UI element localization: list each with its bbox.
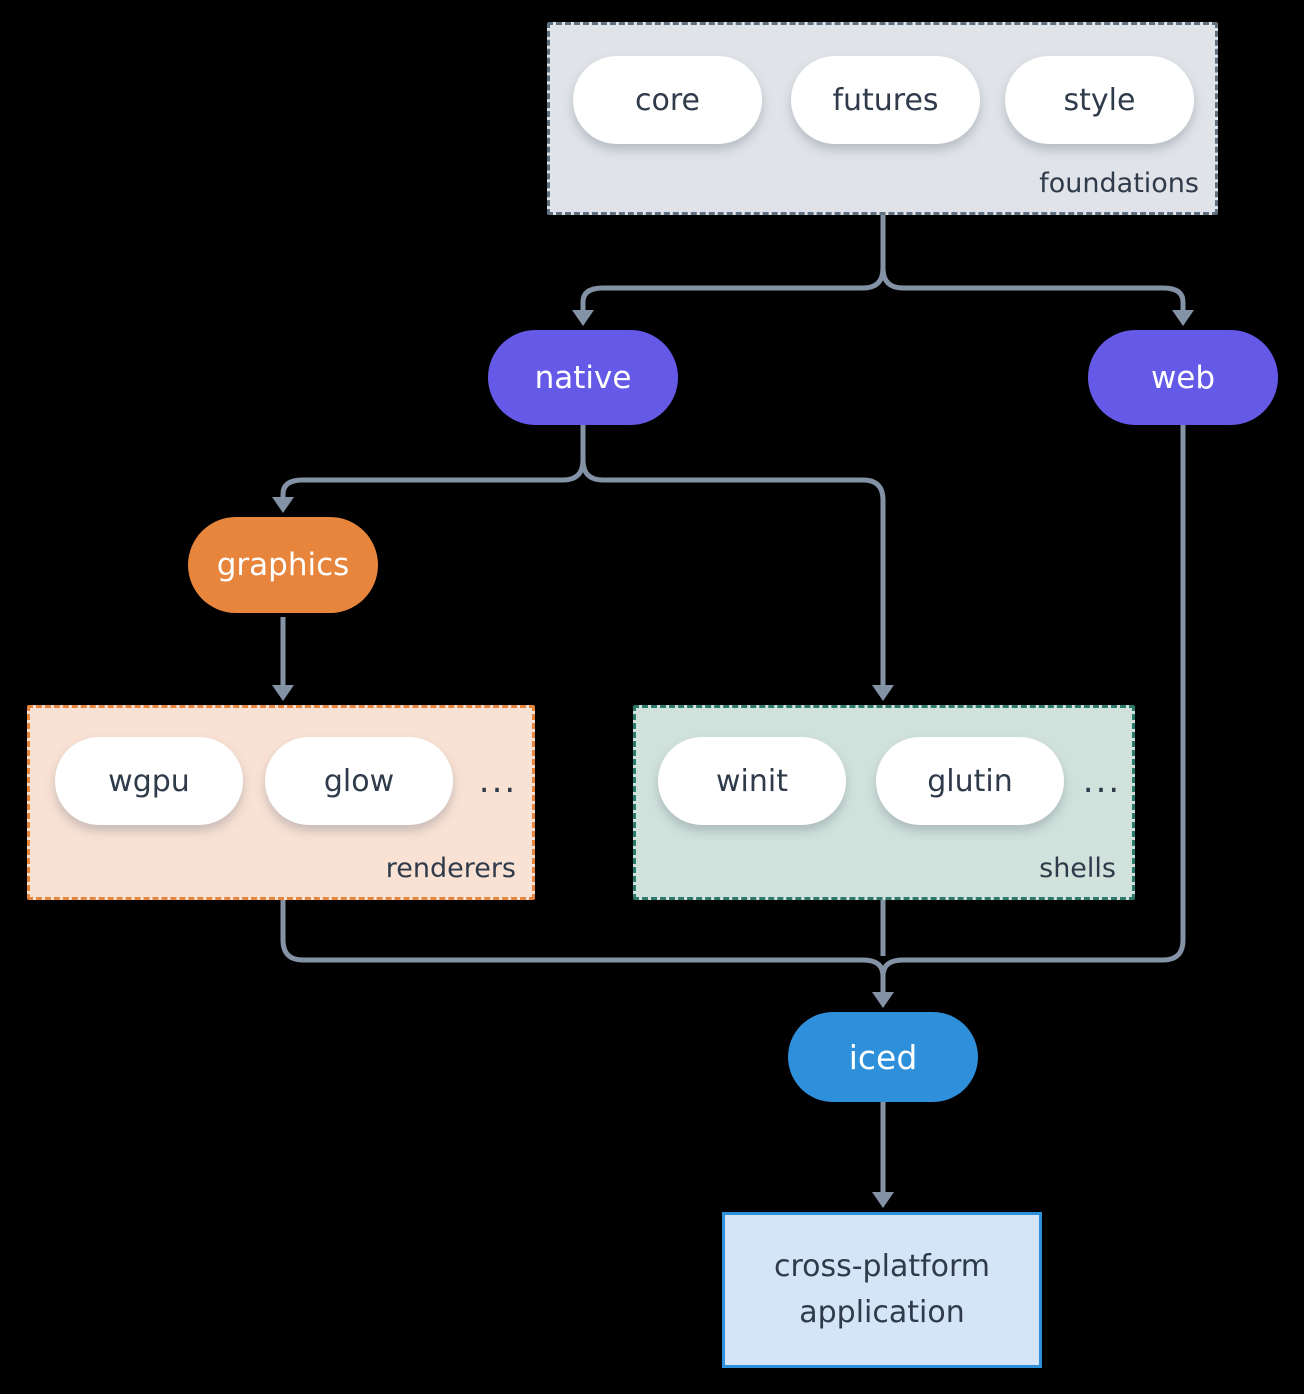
arrowhead: [272, 685, 294, 701]
node-label: core: [635, 82, 700, 118]
node-style: style: [1005, 56, 1194, 144]
node-label: futures: [832, 82, 939, 118]
node-glutin: glutin: [876, 737, 1064, 825]
node-core: core: [573, 56, 762, 144]
renderers-group: wgpu glow ... renderers: [27, 705, 535, 900]
arrowhead: [872, 685, 894, 701]
shells-ellipsis: ...: [1082, 761, 1122, 801]
node-winit: winit: [658, 737, 846, 825]
node-iced: iced: [788, 1012, 978, 1102]
node-label: glutin: [927, 763, 1013, 799]
foundations-label: foundations: [1039, 168, 1199, 199]
node-label: style: [1063, 82, 1136, 118]
renderers-ellipsis: ...: [478, 761, 518, 801]
node-label: web: [1150, 359, 1216, 396]
arrowhead: [872, 992, 894, 1008]
node-futures: futures: [791, 56, 980, 144]
shells-group: winit glutin ... shells: [633, 705, 1135, 900]
node-label: winit: [716, 763, 788, 799]
edge-native-graphics: [280, 425, 586, 497]
node-graphics: graphics: [188, 517, 378, 613]
arrowhead: [272, 497, 294, 513]
node-label: native: [534, 359, 632, 396]
shells-label: shells: [1039, 853, 1116, 884]
node-web: web: [1088, 330, 1278, 425]
renderers-label: renderers: [385, 853, 516, 884]
edge-foundations-native: [580, 215, 886, 310]
node-label: iced: [848, 1037, 918, 1077]
node-label: glow: [323, 763, 395, 799]
arrowhead: [572, 310, 594, 326]
node-label: wgpu: [108, 763, 190, 799]
node-native: native: [488, 330, 678, 425]
node-wgpu: wgpu: [55, 737, 243, 825]
arrowhead: [872, 1192, 894, 1208]
edge-foundations-web: [880, 215, 1186, 310]
edge-renderers-iced: [280, 900, 886, 992]
node-label: cross-platform application: [773, 1248, 991, 1331]
foundations-group: core futures style foundations: [547, 22, 1218, 215]
edge-native-shells: [580, 425, 886, 685]
node-glow: glow: [265, 737, 453, 825]
arrowhead: [1172, 310, 1194, 326]
node-application: cross-platform application: [722, 1212, 1042, 1368]
node-label: graphics: [216, 547, 350, 583]
